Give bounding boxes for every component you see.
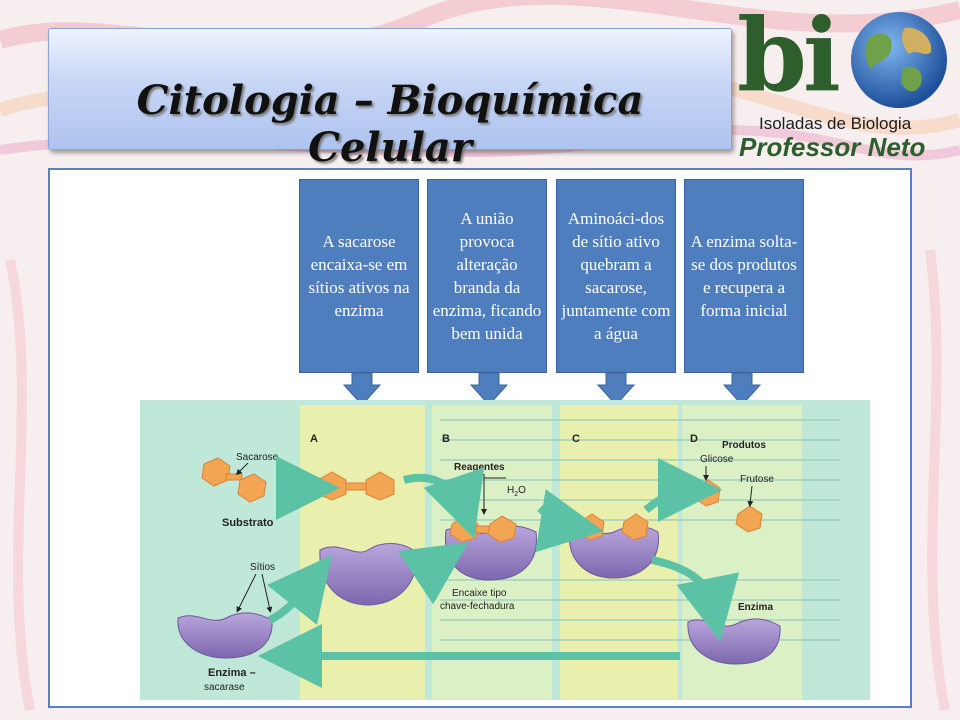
stage-a-label: A	[310, 433, 318, 445]
down-arrow-3	[596, 372, 636, 406]
callout-1: A sacarose encaixa-se em sítios ativos n…	[299, 179, 419, 373]
callout-2-text: A união provoca alteração branda da enzi…	[432, 209, 542, 343]
frutose-label: Frutose	[740, 474, 774, 485]
arrow-b-to-c	[535, 489, 604, 553]
encaixe-label-1: Encaixe tipo	[452, 588, 507, 599]
stage-b-label: B	[442, 433, 450, 445]
sitios-label: Sítios	[250, 562, 275, 573]
sacarose-label: Sacarose	[236, 452, 279, 463]
callout-4-text: A enzima solta-se dos produtos e recuper…	[690, 232, 798, 320]
reagentes-label: Reagentes	[454, 462, 505, 473]
produtos-label: Produtos	[722, 440, 766, 451]
substrato-label: Substrato	[222, 517, 274, 529]
encaixe-label-2: chave-fechadura	[440, 601, 515, 612]
arrow-enzyme-a-to-b	[397, 542, 469, 605]
callout-3-text: Aminoáci-dos de sítio ativo quebram a sa…	[561, 209, 671, 343]
arrow-c-to-products	[643, 458, 722, 523]
h2o-label: H2O	[507, 485, 526, 498]
glicose-label: Glicose	[700, 454, 734, 465]
down-arrow-2	[469, 372, 509, 406]
down-arrow-1	[342, 372, 382, 406]
callout-4: A enzima solta-se dos produtos e recuper…	[684, 179, 804, 373]
down-arrow-4	[722, 372, 762, 406]
enzyme-diagram: A B C D Sacarose Substrato Reagentes H2O…	[140, 400, 870, 700]
logo-author: Professor Neto	[739, 132, 926, 162]
title-banner: Citologia – Bioquímica Celular	[48, 28, 732, 171]
logo-subtitle: Isoladas de Biologia	[759, 114, 912, 133]
arrow-a-to-b	[402, 467, 485, 539]
stage-d-label: D	[690, 433, 698, 445]
globe-icon	[851, 12, 947, 108]
sucrose-molecule	[201, 457, 267, 503]
bio-logo: bi Isoladas de Biologia Professor Neto	[735, 0, 955, 162]
enzima-label: Enzima	[738, 602, 773, 613]
callout-2: A união provoca alteração branda da enzi…	[427, 179, 547, 373]
stage-c-label: C	[572, 433, 580, 445]
arrow-substrate-to-a	[275, 456, 340, 521]
arrow-sacarase-to-a	[267, 555, 332, 625]
slide-title: Citologia – Bioquímica Celular	[136, 77, 644, 171]
callout-1-text: A sacarose encaixa-se em sítios ativos n…	[308, 232, 410, 320]
arrow-c-to-enzyme-d	[651, 556, 740, 642]
logo-text: bi	[737, 0, 841, 114]
enzima-sacarase-label-1: Enzima –	[208, 667, 256, 679]
callout-3: Aminoáci-dos de sítio ativo quebram a sa…	[556, 179, 676, 373]
enzima-sacarase-label-2: sacarase	[204, 682, 245, 693]
